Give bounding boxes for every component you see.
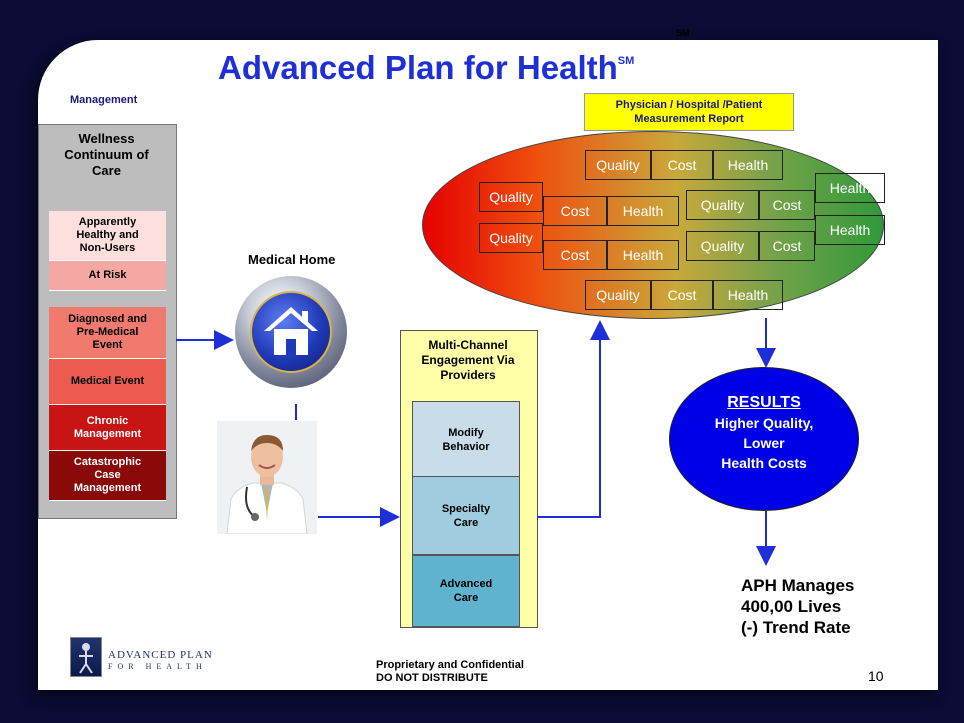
- wellness-stage: Medical Event: [49, 359, 166, 405]
- wellness-stage-line: Healthy and: [76, 229, 139, 241]
- results-heading: RESULTS: [727, 394, 801, 411]
- channel-item-line: Specialty: [441, 502, 491, 515]
- multichannel-title-line: Multi-Channel: [428, 338, 508, 352]
- results-line: Health Costs: [721, 455, 807, 471]
- measure-cell-cost: Cost: [651, 150, 713, 180]
- channel-item-line: Behavior: [442, 440, 490, 453]
- report-line: Physician / Hospital /Patient: [615, 99, 763, 111]
- medical-home-label: Medical Home: [248, 252, 336, 267]
- house-icon: [250, 291, 332, 373]
- logo-figure: [79, 643, 93, 674]
- doctor-photo: [217, 421, 317, 535]
- footer-line: DO NOT DISTRIBUTE: [376, 672, 488, 684]
- measure-cell-quality: Quality: [686, 231, 759, 261]
- measure-cell-cost: Cost: [759, 231, 815, 261]
- title-sm-mark-top: SM: [676, 28, 690, 38]
- measure-cell-quality: Quality: [479, 182, 543, 212]
- management-label: Management: [70, 94, 138, 106]
- channel-item-line: Care: [453, 592, 479, 604]
- aph-summary-line: APH Manages: [741, 576, 855, 595]
- aph-summary-line: 400,00 Lives: [741, 597, 842, 616]
- wellness-stage-line: Management: [73, 427, 142, 440]
- slide-title-text: Advanced Plan for Health: [218, 49, 618, 86]
- wellness-stage-line: Management: [73, 482, 142, 494]
- measure-cell-health: Health: [713, 280, 783, 310]
- wellness-stage-line: Event: [92, 339, 123, 351]
- results-oval: RESULTS Higher Quality, Lower Health Cos…: [669, 367, 859, 511]
- measure-cell-health: Health: [607, 240, 679, 270]
- wellness-continuum-title: Wellness Continuum of Care: [38, 131, 175, 179]
- wellness-stage-line: At Risk: [88, 269, 127, 281]
- measure-cell-quality: Quality: [479, 223, 543, 253]
- wellness-stage-line: Catastrophic: [73, 456, 142, 468]
- logo-line: FOR HEALTH: [108, 662, 207, 671]
- results-line: Higher Quality,: [714, 415, 814, 431]
- doctor-illustration: [217, 421, 317, 535]
- wellness-stage-line: Apparently: [78, 216, 137, 228]
- channel-item-line: Modify: [448, 426, 484, 439]
- aph-summary: APH Manages 400,00 Lives (-) Trend Rate: [741, 575, 854, 638]
- measure-cell-health: Health: [815, 215, 885, 245]
- wellness-stage-line: Medical Event: [70, 375, 145, 387]
- measure-cell-quality: Quality: [585, 150, 651, 180]
- measure-cell-quality: Quality: [686, 190, 759, 220]
- title-sm-mark: SM: [617, 55, 635, 67]
- measure-cell-cost: Cost: [543, 196, 607, 226]
- aph-logo-icon: [70, 637, 102, 677]
- report-line: Measurement Report: [634, 113, 744, 125]
- multichannel-title-line: Providers: [440, 368, 496, 382]
- arrow-channels-to-report: [537, 320, 610, 518]
- aph-summary-line: (-) Trend Rate: [741, 618, 851, 637]
- wellness-stage: At Risk: [49, 261, 166, 291]
- measurement-report-label: Physician / Hospital /Patient Measuremen…: [584, 93, 794, 131]
- wellness-stage-line: Non-Users: [79, 242, 136, 254]
- wellness-title-line: Wellness: [78, 131, 135, 146]
- channel-item-line: Advanced: [439, 578, 493, 590]
- measure-cell-quality: Quality: [585, 280, 651, 310]
- measure-cell-health: Health: [815, 173, 885, 203]
- logo-line: ADVANCED PLAN: [108, 649, 213, 661]
- measure-cell-cost: Cost: [759, 190, 815, 220]
- confidential-footer: Proprietary and Confidential DO NOT DIST…: [376, 659, 524, 685]
- logo-text: ADVANCED PLAN FOR HEALTH: [108, 650, 213, 672]
- house-glyph: [264, 307, 318, 355]
- multichannel-title-line: Engagement Via: [421, 353, 515, 367]
- results-line: Lower: [743, 435, 785, 451]
- wellness-stage-line: Diagnosed and: [68, 313, 147, 325]
- wellness-title-line: Continuum of: [64, 147, 149, 162]
- slide-title: Advanced Plan for HealthSM: [218, 49, 634, 87]
- wellness-stage-line: Case: [94, 469, 121, 481]
- wellness-title-line: Care: [92, 163, 121, 178]
- footer-line: Proprietary and Confidential: [376, 659, 524, 671]
- multichannel-title: Multi-Channel Engagement Via Providers: [400, 338, 536, 383]
- channel-item-line: Care: [453, 516, 479, 529]
- measure-cell-health: Health: [713, 150, 783, 180]
- measure-cell-cost: Cost: [651, 280, 713, 310]
- measure-cell-health: Health: [607, 196, 679, 226]
- page-number: 10: [868, 668, 884, 684]
- measure-cell-cost: Cost: [543, 240, 607, 270]
- wellness-stage-line: Chronic: [86, 414, 129, 427]
- wellness-stage-line: Pre-Medical: [76, 326, 139, 338]
